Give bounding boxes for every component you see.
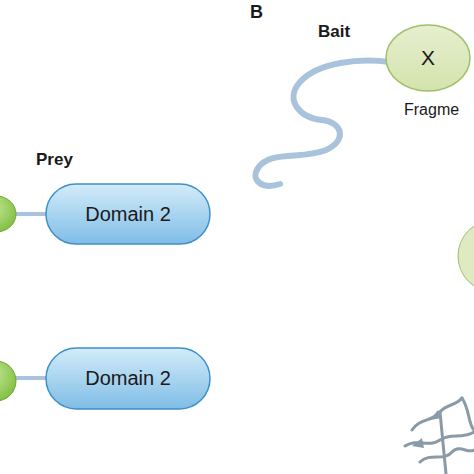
prey-domain-box: Domain 2	[45, 347, 211, 410]
disordered-tail	[255, 61, 390, 186]
prey-label: Prey	[36, 150, 73, 170]
prey-domain-box: Domain 2	[45, 183, 211, 245]
node-text: Domain 2	[85, 367, 171, 390]
panel-letter: B	[250, 2, 263, 23]
ellipse-shape	[386, 25, 470, 91]
node-text: X	[421, 46, 435, 70]
pill-shape	[46, 348, 210, 409]
fragment-label: Fragme	[404, 101, 459, 119]
protein-ribbon	[412, 410, 442, 448]
domain-circle	[0, 196, 16, 232]
node-text: Domain 2	[85, 203, 171, 226]
fragment-ellipse	[458, 220, 474, 292]
bait-label: Bait	[318, 22, 350, 42]
bait-domain-ellipse: X	[385, 24, 471, 92]
domain-circle	[0, 361, 16, 401]
protein-ribbon	[405, 398, 474, 474]
pill-shape	[46, 184, 210, 244]
